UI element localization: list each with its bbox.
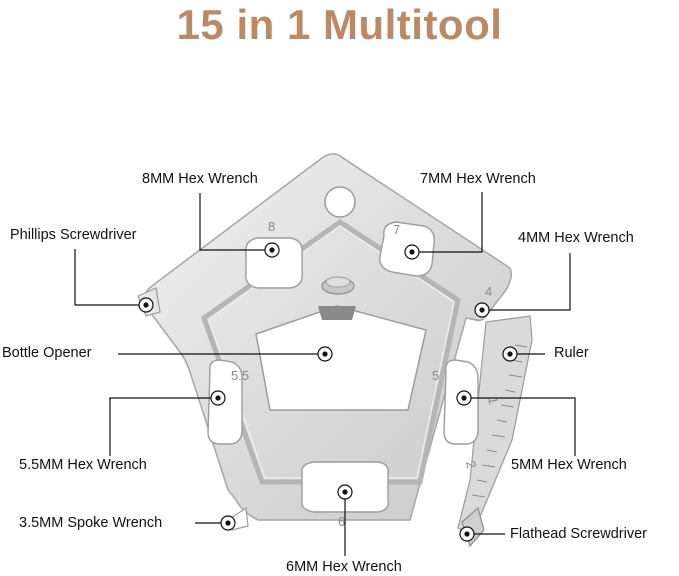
- dot-hex-7: [404, 244, 420, 260]
- engraving-5-5: 5.5: [231, 368, 249, 383]
- page-title: 15 in 1 Multitool: [176, 1, 503, 48]
- label-7mm-hex-wrench: 7MM Hex Wrench: [420, 171, 536, 187]
- dot-hex-5: [456, 390, 472, 406]
- label-ruler: Ruler: [554, 345, 589, 361]
- engraving-8: 8: [268, 219, 275, 234]
- dot-hex-4: [474, 302, 490, 318]
- dot-spoke: [220, 515, 236, 531]
- engraving-5: 5: [432, 368, 439, 383]
- dot-hex-8: [264, 242, 280, 258]
- label-3-5mm-spoke-wrench: 3.5MM Spoke Wrench: [19, 515, 163, 531]
- dot-flathead: [459, 526, 475, 542]
- engraving-ruler-1: 1: [485, 396, 501, 406]
- label-6mm-hex-wrench: 6MM Hex Wrench: [286, 559, 402, 575]
- bottle-cap-icon: [321, 276, 355, 295]
- label-4mm-hex-wrench: 4MM Hex Wrench: [518, 230, 634, 246]
- engraving-6: 6: [338, 514, 345, 529]
- label-8mm-hex-wrench: 8MM Hex Wrench: [142, 171, 258, 187]
- bottle-opener-lip: [318, 306, 356, 320]
- label-bottle-opener: Bottle Opener: [2, 345, 92, 361]
- ruler-blade: [457, 315, 533, 537]
- callout-dots: [138, 242, 518, 542]
- engraving-ruler-2: 2: [463, 460, 479, 470]
- dot-hex-6: [337, 484, 353, 500]
- hanging-hole: [324, 186, 356, 218]
- label-5-5mm-hex-wrench: 5.5MM Hex Wrench: [19, 457, 147, 473]
- dot-ruler: [502, 346, 518, 362]
- engraving-7: 7: [393, 222, 400, 237]
- dot-bottle-opener: [317, 346, 333, 362]
- leader-lines: [74, 192, 576, 556]
- engraving-4: 4: [485, 284, 492, 299]
- label-5mm-hex-wrench: 5MM Hex Wrench: [511, 457, 627, 473]
- label-flathead-screwdriver: Flathead Screwdriver: [510, 526, 647, 542]
- dot-phillips: [138, 297, 154, 313]
- hex-slot-5-5: [207, 359, 243, 445]
- dot-hex-5-5: [210, 390, 226, 406]
- bottle-opener-cutout: [255, 305, 427, 411]
- label-phillips-screwdriver: Phillips Screwdriver: [10, 227, 137, 243]
